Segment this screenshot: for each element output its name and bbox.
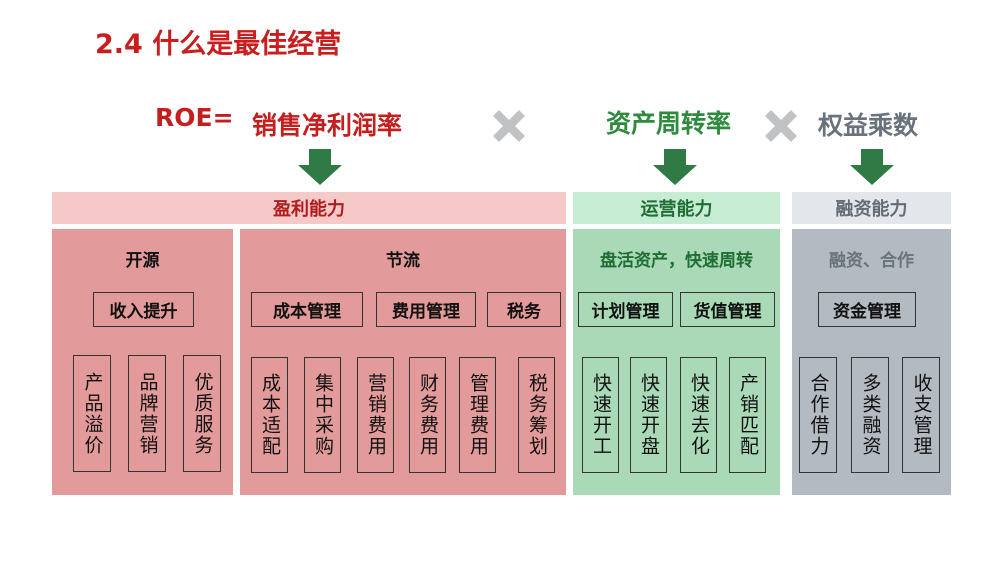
item-fast-start: 快速开工 — [582, 357, 619, 473]
item-cooperation-leverage: 合作借力 — [799, 357, 837, 473]
multiply-icon — [765, 110, 797, 142]
item-finance-expense: 财务费用 — [409, 357, 446, 473]
cost-management-box: 成本管理 — [251, 292, 363, 327]
panel-finance — [792, 229, 951, 495]
band-profitability: 盈利能力 — [52, 192, 566, 224]
down-arrow-icon — [850, 149, 894, 185]
open-source-header: 开源 — [125, 251, 160, 271]
band-profitability-label: 盈利能力 — [273, 199, 345, 220]
item-production-sales-match: 产销匹配 — [729, 357, 766, 473]
operation-header: 盘活资产，快速周转 — [600, 251, 753, 271]
tax-box: 税务 — [487, 292, 561, 327]
item-fast-destocking: 快速去化 — [680, 357, 717, 473]
cost-saving-header: 节流 — [386, 251, 420, 271]
formula-term-net-margin: 销售净利润率 — [252, 111, 403, 140]
item-tax-planning: 税务筹划 — [518, 357, 555, 473]
item-product-premium: 产品溢价 — [73, 355, 111, 472]
item-quality-service: 优质服务 — [183, 355, 221, 472]
fund-management-box: 资金管理 — [818, 292, 916, 327]
plan-management-box: 计划管理 — [578, 292, 673, 327]
band-finance: 融资能力 — [792, 192, 951, 224]
roe-label: ROE= — [155, 103, 234, 132]
down-arrow-icon — [653, 149, 697, 185]
band-operation-label: 运营能力 — [640, 199, 713, 220]
item-centralized-procurement: 集中采购 — [304, 357, 341, 473]
item-fast-opening: 快速开盘 — [630, 357, 667, 473]
goods-value-management-box: 货值管理 — [680, 292, 775, 327]
expense-management-box: 费用管理 — [376, 292, 476, 327]
panel-operation — [573, 229, 780, 495]
panel-cost-saving — [240, 229, 566, 495]
item-brand-marketing: 品牌营销 — [128, 355, 166, 472]
panel-open-source — [52, 229, 233, 495]
down-arrow-icon — [298, 149, 342, 185]
item-management-expense: 管理费用 — [459, 357, 496, 473]
page-title: 2.4 什么是最佳经营 — [95, 29, 342, 60]
multiply-icon — [493, 110, 525, 142]
item-income-expense-management: 收支管理 — [902, 357, 940, 473]
revenue-growth-box: 收入提升 — [93, 292, 194, 327]
formula-term-equity-multiplier: 权益乘数 — [818, 111, 919, 140]
item-marketing-expense: 营销费用 — [357, 357, 394, 473]
item-multiple-financing: 多类融资 — [851, 357, 889, 473]
item-cost-fit: 成本适配 — [251, 357, 288, 473]
band-finance-label: 融资能力 — [835, 199, 908, 220]
band-operation: 运营能力 — [573, 192, 780, 224]
finance-header: 融资、合作 — [829, 251, 914, 271]
formula-term-asset-turnover: 资产周转率 — [606, 109, 732, 138]
